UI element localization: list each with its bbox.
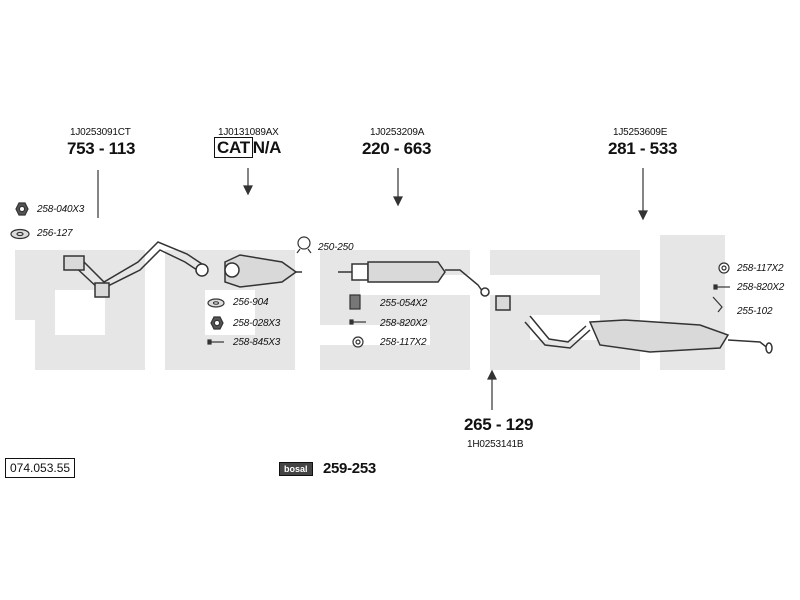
ring-icon	[352, 336, 364, 348]
catalyst-oe: 1J0131089AX	[218, 127, 279, 138]
hardware-label: 250-250	[318, 242, 354, 253]
hardware-label: 258-820X2	[380, 318, 428, 329]
bosal-logo: bosal	[279, 461, 313, 476]
hardware-label: 255-102	[737, 306, 773, 317]
rear-silencer-drawing	[588, 319, 773, 354]
hardware-label: 258-117X2	[737, 263, 784, 274]
cat-label: CAT	[214, 137, 253, 158]
gasket-icon	[10, 228, 30, 240]
front-pipe-number: 753 - 113	[67, 139, 136, 158]
gasket-icon	[207, 298, 225, 308]
rear-silencer-oe: 1J5253609E	[613, 127, 668, 138]
diagram-reference: 074.053.55	[5, 458, 76, 478]
rear-silencer-number: 281 - 533	[608, 139, 678, 158]
middle-silencer-number: 220 - 663	[362, 139, 432, 158]
middle-silencer-drawing	[338, 261, 490, 297]
tail-pipe-number: 265 - 129	[464, 415, 534, 434]
nut-icon	[210, 316, 224, 330]
front-pipe-drawing	[63, 241, 209, 298]
catalyst-drawing	[224, 254, 302, 288]
middle-silencer-oe: 1J0253209A	[370, 127, 425, 138]
bosal-watermark	[15, 235, 725, 370]
ring-icon	[718, 262, 730, 274]
clamp-icon	[296, 236, 312, 254]
bolt-icon	[713, 284, 730, 290]
mounting-kit-number: 259-253	[322, 460, 376, 478]
hardware-label: 258-028X3	[233, 318, 281, 329]
hanger-icon	[712, 296, 723, 313]
hardware-label: 258-845X3	[233, 337, 281, 348]
tail-pipe-oe: 1H0253141B	[467, 439, 524, 450]
bolt-icon	[349, 319, 366, 325]
bolt-icon	[207, 339, 224, 345]
tail-pipe-drawing	[495, 295, 591, 349]
hardware-label: 258-040X3	[37, 204, 85, 215]
bracket-icon	[349, 294, 361, 310]
leader-lines	[97, 168, 648, 410]
hardware-label: 258-117X2	[380, 337, 427, 348]
hardware-label: 255-054X2	[380, 298, 428, 309]
hardware-label: 258-820X2	[737, 282, 785, 293]
front-pipe-oe: 1J0253091CT	[70, 127, 131, 138]
hardware-label: 256-904	[233, 297, 269, 308]
nut-icon	[15, 202, 29, 216]
catalyst-value: N/A	[252, 138, 282, 157]
hardware-label: 256-127	[37, 228, 73, 239]
mounting-kit: bosal 259-253	[279, 460, 376, 478]
